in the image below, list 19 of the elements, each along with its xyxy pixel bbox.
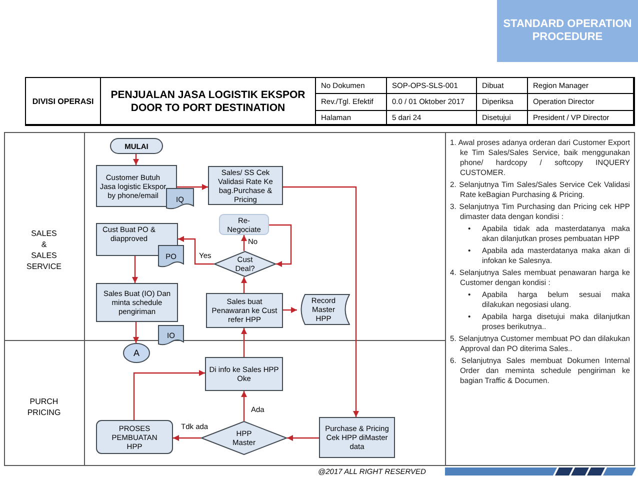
arrow <box>287 435 319 441</box>
arrow <box>241 328 247 357</box>
arrow <box>241 235 247 251</box>
arrow <box>177 184 208 190</box>
arrow <box>132 256 138 283</box>
arrow <box>178 236 214 265</box>
arrow <box>133 322 139 343</box>
lane-label: PURCH PRICING <box>26 396 62 418</box>
arrow <box>133 154 139 165</box>
arrow <box>269 224 292 267</box>
arrow <box>283 307 297 313</box>
title-banner: STANDARD OPERATION PROCEDURE <box>497 0 638 62</box>
arrow <box>173 435 201 441</box>
connector-circle: A <box>123 343 150 363</box>
arrow <box>241 391 247 421</box>
arrow <box>133 370 205 420</box>
arrow <box>241 277 247 293</box>
arrow <box>283 186 359 417</box>
lane-label: SALES & SALES SERVICE <box>26 228 62 272</box>
